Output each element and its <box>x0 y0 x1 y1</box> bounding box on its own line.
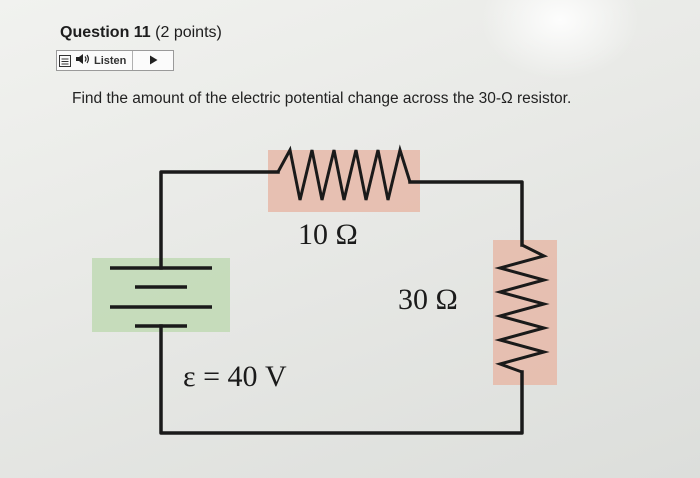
question-header: Question 11 (2 points) <box>60 24 222 42</box>
question-points: (2 points) <box>155 24 222 41</box>
resistor-30-highlight <box>493 240 557 385</box>
circuit-wires <box>159 170 524 435</box>
resistor-30-zigzag <box>494 243 550 374</box>
play-button[interactable] <box>133 51 173 70</box>
battery-symbol <box>110 266 212 328</box>
question-number: Question 11 <box>60 24 151 41</box>
listen-button[interactable]: Listen <box>73 51 134 70</box>
listen-widget: Listen <box>56 50 174 71</box>
resistor-10-zigzag <box>276 144 412 201</box>
menu-icon[interactable] <box>57 51 73 70</box>
resistor-30-label: 30 Ω <box>398 283 458 316</box>
resistor-10-label: 10 Ω <box>298 218 358 251</box>
listen-label: Listen <box>94 54 127 67</box>
question-prompt: Find the amount of the electric potentia… <box>72 90 572 107</box>
speaker-icon <box>75 52 90 70</box>
battery-highlight <box>92 258 230 332</box>
play-icon <box>149 52 158 70</box>
emf-label: ε = 40 V <box>183 360 287 393</box>
